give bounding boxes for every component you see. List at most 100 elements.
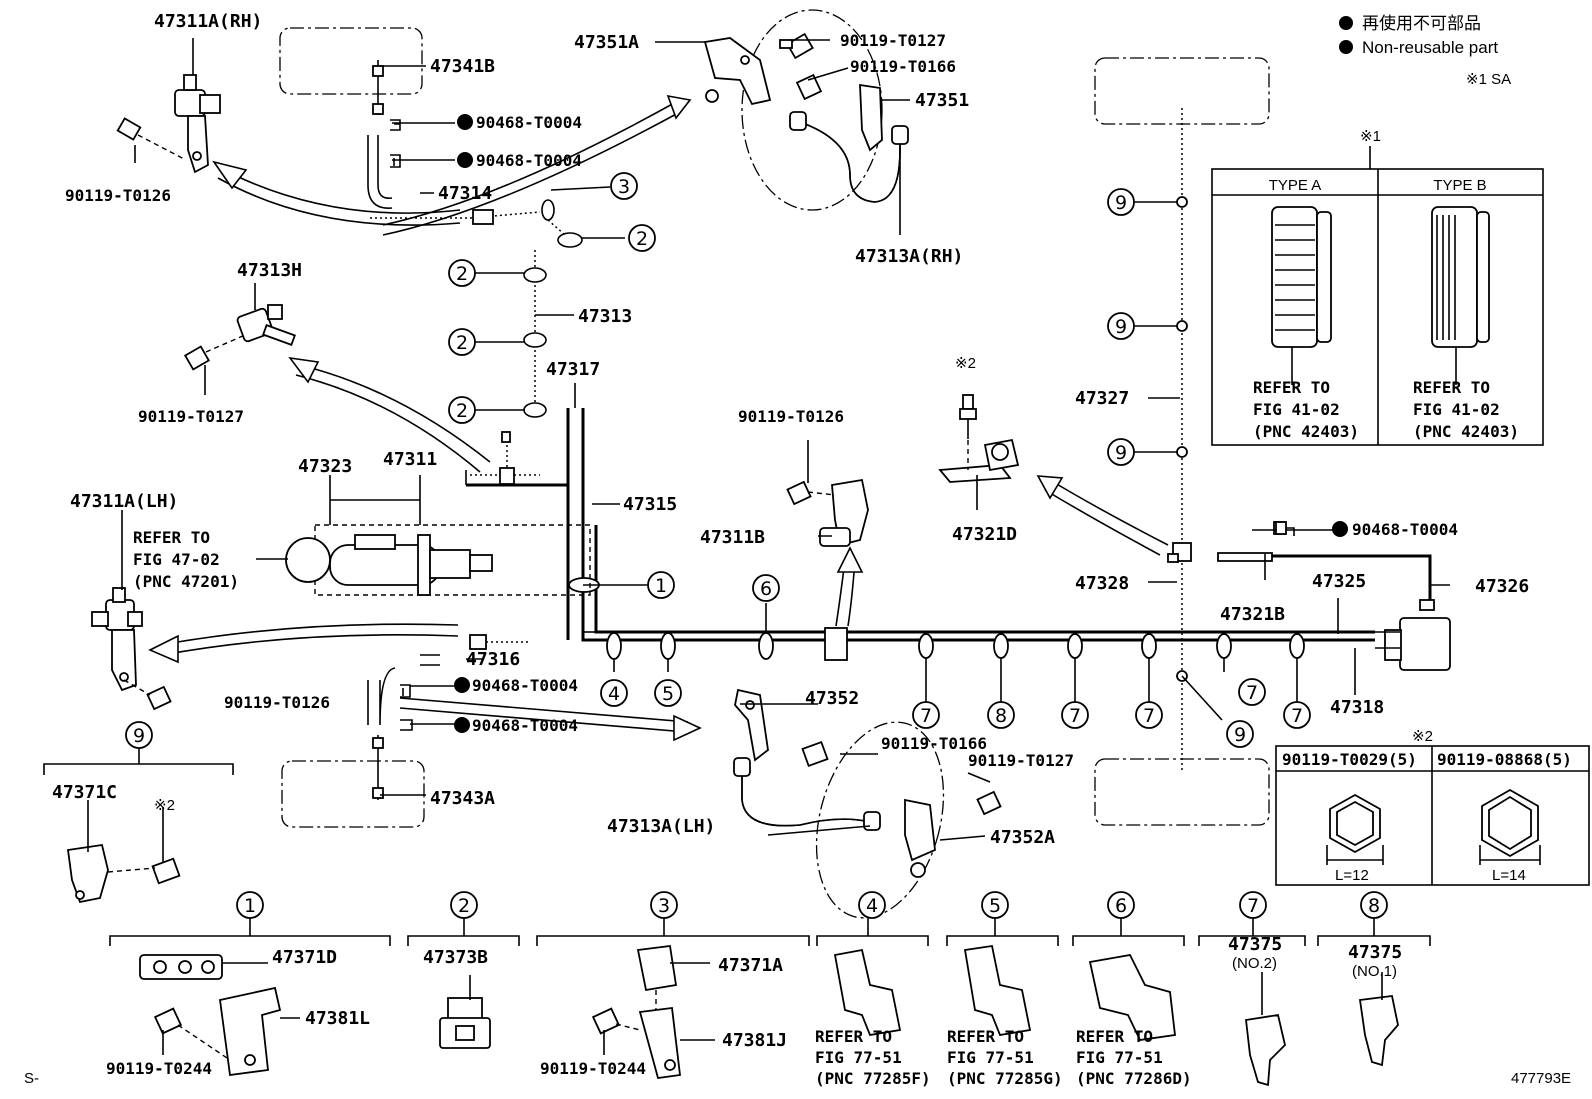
type-a-header: TYPE A bbox=[1269, 177, 1322, 194]
bolt-table-mark: ※2 bbox=[1412, 728, 1433, 745]
bolt-90119-t0127-icon bbox=[779, 32, 814, 60]
label-47321b: 47321B bbox=[1220, 604, 1285, 625]
label-90119-t0126-lh: 90119-T0126 bbox=[224, 693, 330, 712]
bracket-47352a-icon bbox=[904, 798, 936, 878]
label-47381l: 47381L bbox=[305, 1008, 370, 1029]
label-47328: 47328 bbox=[1075, 573, 1129, 594]
label-47371d: 47371D bbox=[272, 947, 337, 968]
label-47375-b: 47375 bbox=[1348, 942, 1402, 963]
svg-text:2: 2 bbox=[458, 895, 470, 917]
diagram-code: 477793E bbox=[1511, 1070, 1571, 1087]
callout-1: 1 bbox=[647, 571, 675, 599]
bracket-47381l-icon bbox=[153, 986, 282, 1077]
svg-text:4: 4 bbox=[608, 683, 620, 705]
label-47313a-lh: 47313A(LH) bbox=[607, 816, 715, 837]
svg-text:8: 8 bbox=[1368, 895, 1380, 917]
callout-2d: 2 bbox=[448, 396, 476, 424]
svg-text:L=14: L=14 bbox=[1492, 867, 1526, 884]
svg-text:7: 7 bbox=[1069, 705, 1081, 727]
label-47313a-rh: 47313A(RH) bbox=[855, 246, 963, 267]
label-47381j: 47381J bbox=[722, 1030, 787, 1051]
clamp-47371d-icon bbox=[139, 954, 223, 980]
callout-1-bottom: 1 bbox=[236, 891, 264, 919]
callout-7a: 7 bbox=[912, 701, 940, 729]
bottom-group-frames bbox=[43, 748, 1431, 946]
leader-lines bbox=[87, 38, 1450, 1055]
callout-8: 8 bbox=[987, 701, 1015, 729]
label-47317: 47317 bbox=[546, 359, 600, 380]
svg-text:5: 5 bbox=[989, 895, 1001, 917]
svg-text:8: 8 bbox=[995, 705, 1007, 727]
clip-77285g-icon bbox=[963, 944, 1032, 1037]
label-47326: 47326 bbox=[1475, 576, 1529, 597]
clamp-47371c-icon bbox=[66, 843, 181, 904]
tube-47343a-icon bbox=[367, 634, 530, 800]
label-47321d: 47321D bbox=[952, 524, 1017, 545]
valve-47311a-rh-icon bbox=[116, 74, 221, 174]
boot-type-a-icon bbox=[1271, 206, 1332, 348]
label-90119-t0126-mid: 90119-T0126 bbox=[738, 407, 844, 426]
callout-6-bottom: 6 bbox=[1107, 891, 1135, 919]
bolt-90119-t0166-lh-icon bbox=[801, 740, 829, 768]
label-47375-a: 47375 bbox=[1228, 934, 1282, 955]
arrows bbox=[148, 94, 1169, 742]
svg-text:FIG 77-51: FIG 77-51 bbox=[947, 1048, 1034, 1067]
svg-text:2: 2 bbox=[636, 228, 648, 250]
boot-type-b-icon bbox=[1431, 206, 1490, 348]
legend-jp: 再使用不可部品 bbox=[1362, 13, 1481, 33]
svg-text:7: 7 bbox=[1247, 895, 1259, 917]
union-47328-icon bbox=[1167, 521, 1451, 671]
label-47351: 47351 bbox=[915, 90, 969, 111]
callout-2-bottom: 2 bbox=[450, 891, 478, 919]
svg-text:FIG 47-02: FIG 47-02 bbox=[133, 550, 220, 569]
bolt-90119-t0166-icon bbox=[795, 73, 823, 101]
svg-text:90119-08868(5): 90119-08868(5) bbox=[1437, 750, 1572, 769]
label-90119-t0126-top: 90119-T0126 bbox=[65, 186, 171, 205]
callout-5-bottom: 5 bbox=[981, 891, 1009, 919]
callout-3-bottom: 3 bbox=[650, 891, 678, 919]
tee-47311-icon bbox=[470, 431, 540, 485]
label-47343a: 47343A bbox=[430, 788, 495, 809]
mark-2-left: ※2 bbox=[154, 797, 175, 814]
svg-text:7: 7 bbox=[1291, 705, 1303, 727]
label-90119-t0127-lh: 90119-T0127 bbox=[968, 751, 1074, 770]
svg-text:9: 9 bbox=[1115, 316, 1127, 338]
svg-text:REFER TO: REFER TO bbox=[815, 1027, 892, 1046]
svg-text:9: 9 bbox=[133, 725, 145, 747]
svg-text:7: 7 bbox=[1143, 705, 1155, 727]
svg-text:1: 1 bbox=[244, 895, 256, 917]
label-47351a: 47351A bbox=[574, 32, 639, 53]
label-47352a: 47352A bbox=[990, 827, 1055, 848]
svg-text:7: 7 bbox=[1246, 682, 1258, 704]
callout-2a: 2 bbox=[628, 224, 656, 252]
callout-3: 3 bbox=[610, 172, 638, 200]
svg-text:(PNC 77285F): (PNC 77285F) bbox=[815, 1069, 931, 1088]
label-90468-t0004-b: 90468-T0004 bbox=[476, 151, 582, 170]
label-90119-t0166-lh: 90119-T0166 bbox=[881, 734, 987, 753]
label-90119-t0244-a: 90119-T0244 bbox=[106, 1059, 212, 1078]
svg-text:REFER TO: REFER TO bbox=[1253, 378, 1330, 397]
label-47315: 47315 bbox=[623, 494, 677, 515]
callout-2b: 2 bbox=[448, 259, 476, 287]
clip-47373b-icon bbox=[439, 997, 491, 1049]
svg-text:7: 7 bbox=[920, 705, 932, 727]
label-47373b: 47373B bbox=[423, 947, 488, 968]
label-90468-t0004-d: 90468-T0004 bbox=[472, 716, 578, 735]
callout-7b: 7 bbox=[1061, 701, 1089, 729]
bracket-47351-icon bbox=[859, 83, 883, 152]
svg-text:REFER TO: REFER TO bbox=[133, 528, 210, 547]
bracket-47321d-icon bbox=[938, 394, 1020, 483]
label-90468-t0004-e: 90468-T0004 bbox=[1352, 520, 1458, 539]
svg-text:(PNC 42403): (PNC 42403) bbox=[1253, 422, 1359, 441]
label-47314: 47314 bbox=[438, 183, 492, 204]
svg-text:FIG 41-02: FIG 41-02 bbox=[1253, 400, 1340, 419]
callout-7-bottom: 7 bbox=[1239, 891, 1267, 919]
svg-text:3: 3 bbox=[618, 176, 630, 198]
label-90119-t0127-left: 90119-T0127 bbox=[138, 407, 244, 426]
svg-text:90119-T0029(5): 90119-T0029(5) bbox=[1282, 750, 1417, 769]
label-47375-no1: (NO.1) bbox=[1352, 963, 1397, 980]
master-cylinder-icon bbox=[285, 499, 591, 596]
svg-text:9: 9 bbox=[1234, 724, 1246, 746]
label-47311b: 47311B bbox=[700, 527, 765, 548]
